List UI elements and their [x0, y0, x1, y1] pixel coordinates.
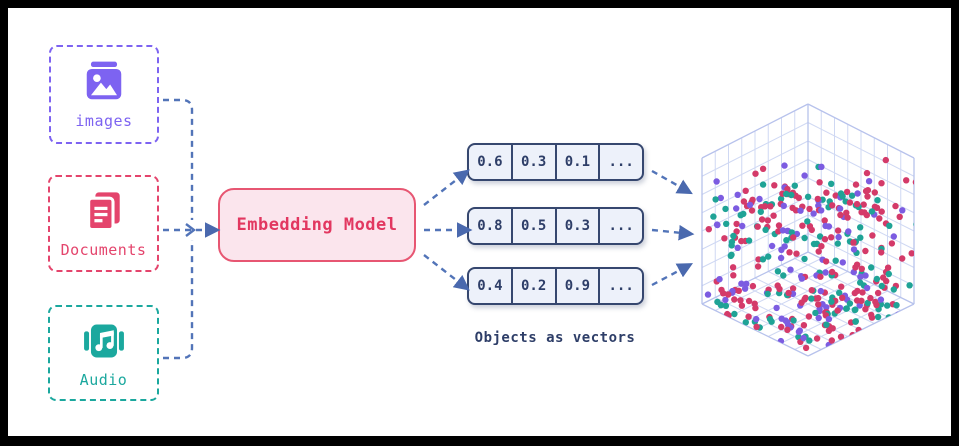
audio-note-icon — [81, 318, 127, 364]
source-label-documents: Documents — [60, 241, 147, 259]
vector-cell: 0.8 — [469, 209, 513, 243]
diagram-canvas: images Documents — [8, 8, 951, 436]
vector-cell: 0.3 — [513, 145, 557, 179]
connector-vector-3-to-plot — [651, 263, 694, 287]
vector-cell: 0.3 — [557, 209, 601, 243]
connector-model-to-vector-3 — [423, 254, 470, 291]
connector-vector-1-to-plot — [651, 169, 693, 195]
vector-cell: ... — [608, 154, 634, 170]
embedding-model-label: Embedding Model — [236, 215, 398, 235]
source-box-audio: Audio — [48, 305, 159, 401]
image-icon — [81, 59, 127, 105]
embedding-points — [702, 156, 914, 356]
documents-icon — [81, 188, 127, 234]
source-box-images: images — [49, 45, 159, 144]
source-label-images: images — [75, 112, 133, 130]
source-box-documents: Documents — [48, 175, 159, 272]
vector-cell: 0.9 — [557, 269, 601, 303]
vector-cell: 0.5 — [513, 209, 557, 243]
vector-cell: 0.1 — [557, 145, 601, 179]
connector-merge-chevron — [185, 223, 196, 237]
vector-cell: ... — [608, 218, 634, 234]
connector-audio-to-model — [163, 240, 194, 360]
vector-space-plot — [701, 103, 915, 357]
vector-cell: 0.6 — [469, 145, 513, 179]
vectors-caption: Objects as vectors — [474, 330, 636, 346]
connector-vector-2-to-plot — [651, 224, 695, 241]
vector-cell: ... — [608, 278, 634, 294]
embedding-model-node: Embedding Model — [218, 188, 416, 262]
connector-model-to-vector-1 — [423, 169, 470, 206]
vector-cell: 0.2 — [513, 269, 557, 303]
vector-cell: 0.4 — [469, 269, 513, 303]
source-label-audio: Audio — [79, 370, 128, 389]
connector-images-to-model — [163, 98, 194, 220]
